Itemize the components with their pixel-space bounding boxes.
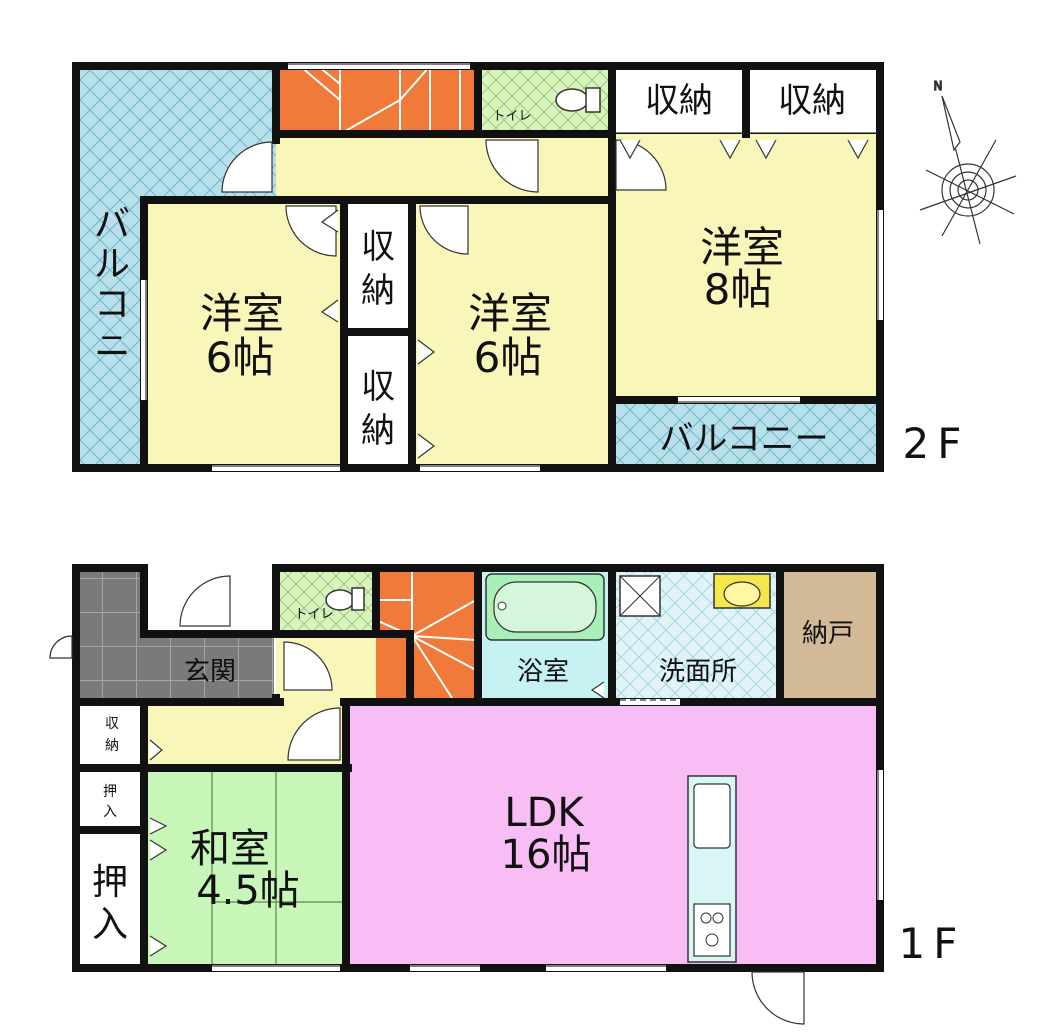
bath-label: 浴室 — [517, 657, 569, 687]
ldk-room — [348, 702, 878, 966]
closet-small-line2: 入 — [103, 804, 117, 820]
compass-icon: N — [919, 78, 1017, 245]
western-left-name: 洋室 — [200, 289, 284, 338]
western-center-name: 洋室 — [468, 289, 552, 338]
washer-icon — [619, 575, 661, 617]
bathtub-icon — [485, 573, 605, 641]
svg-text:ニ: ニ — [97, 329, 127, 364]
toilet-1f-fixture-icon — [325, 587, 365, 611]
toilet-fixture-icon — [555, 87, 601, 113]
storage-mid-lower-line1: 収 — [361, 367, 395, 407]
svg-text:N: N — [934, 79, 943, 93]
entrance-label: 玄関 — [184, 657, 236, 687]
ldk-name: LDK — [504, 790, 585, 836]
pantry-label: 納戸 — [802, 619, 854, 649]
svg-text:バ: バ — [94, 204, 130, 245]
japanese-room-name: 和室 — [190, 826, 270, 872]
toilet-2f-label: トイレ — [492, 109, 531, 124]
svg-text:ル: ル — [94, 244, 130, 285]
storage-mid-lower-line2: 納 — [361, 411, 395, 451]
windows-1f — [212, 699, 883, 971]
sink-icon — [713, 573, 771, 609]
closet-doors-1f — [149, 681, 605, 957]
floor-1f: 玄関 トイレ 浴室 洗面所 納戸 収 納 押 入 押 入 和室 4.5帖 LDK… — [49, 564, 966, 1025]
storage-mid-upper-line1: 収 — [361, 227, 395, 267]
western-center-size: 6帖 — [474, 333, 543, 382]
pantry-area — [780, 568, 878, 698]
closet-small-line1: 押 — [103, 784, 117, 800]
closet-large-line1: 押 — [92, 862, 128, 903]
floor-1f-label: 1F — [899, 919, 966, 968]
hallway-2f — [276, 136, 612, 200]
balcony-right-area — [614, 402, 876, 466]
storage-mid-upper-line2: 納 — [361, 271, 395, 311]
storage-1f-line2: 納 — [105, 738, 119, 754]
doors-2f — [221, 139, 667, 257]
balcony-right-label: バルコニー — [659, 419, 828, 459]
floor-2f-label: 2F — [903, 419, 970, 468]
stairs-2f — [278, 65, 476, 135]
ldk-size: 16帖 — [501, 832, 592, 878]
western-left-size: 6帖 — [206, 333, 275, 382]
washroom-label: 洗面所 — [659, 657, 737, 687]
svg-text:ー: ー — [94, 334, 130, 375]
storage-2f-label-2: 収納 — [778, 81, 846, 121]
windows-2f — [141, 63, 883, 471]
kitchen-counter-icon — [687, 775, 737, 963]
doors-1f — [49, 575, 805, 1025]
closet-doors-2f — [320, 139, 869, 459]
svg-text:コ: コ — [94, 284, 130, 325]
japanese-room-size: 4.5帖 — [196, 868, 300, 914]
tatami-lines — [211, 770, 346, 966]
western-right-size: 8帖 — [704, 265, 773, 314]
storage-1f-line1: 収 — [105, 716, 119, 732]
western-right-name: 洋室 — [700, 223, 784, 272]
floor-2f: 収納 収納 トイレ バ ル コ ニ ー バルコニー 収 納 収 納 洋室 6帖 … — [72, 62, 970, 472]
balcony-left-label: バ ル コ ニ ー — [94, 204, 130, 375]
walls-1f — [72, 564, 884, 972]
storage-2f-label-1: 収納 — [645, 81, 713, 121]
toilet-1f-label: トイレ — [294, 607, 333, 622]
japanese-room — [148, 770, 346, 966]
closet-large-line2: 入 — [92, 904, 128, 945]
